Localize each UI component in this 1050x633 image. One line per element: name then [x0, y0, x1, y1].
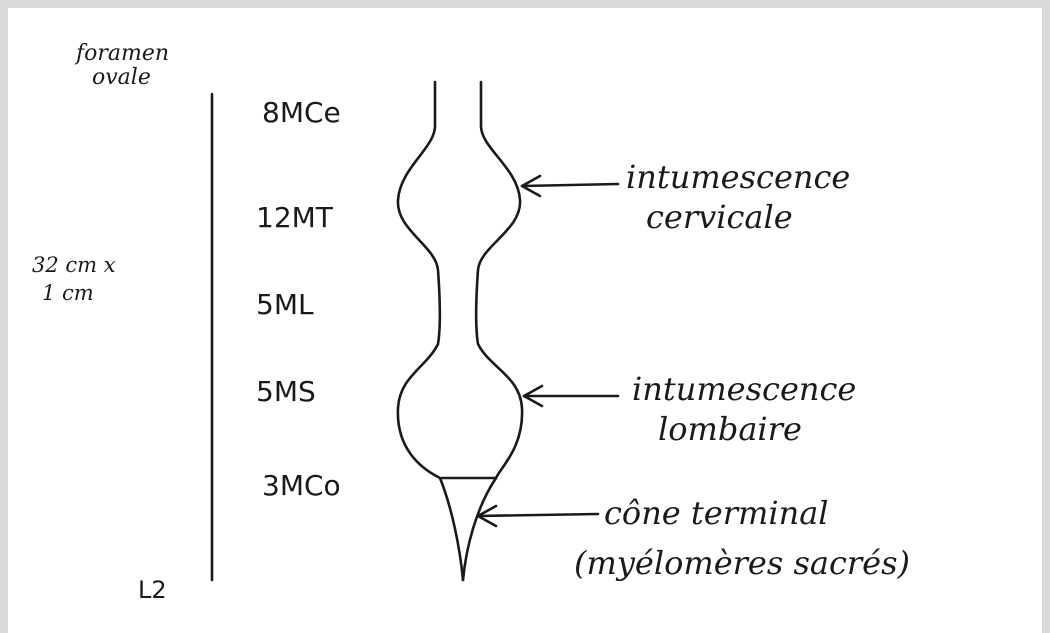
size-label-line2: 1 cm — [42, 281, 94, 305]
annotation-cervical-line2: cervicale — [646, 198, 793, 236]
arrow-cervical — [522, 176, 618, 196]
annotation-conus-line1: cône terminal — [604, 494, 829, 532]
spinal-cord-right-edge — [463, 82, 522, 580]
spinal-cord-diagram: foramen ovale 32 cm x 1 cm L2 8MCe 12MT … — [8, 8, 1042, 633]
segment-label-cervical: 8MCe — [262, 96, 341, 129]
annotation-conus-line2: (myélomères sacrés) — [574, 544, 910, 582]
segment-label-coccygeal: 3MCo — [262, 469, 341, 502]
l2-label: L2 — [138, 576, 167, 604]
annotation-lumbar-line1: intumescence — [632, 370, 856, 408]
annotation-lumbar-line2: lombaire — [658, 410, 802, 448]
foramen-label-line1: foramen — [74, 41, 169, 66]
segment-label-lumbar: 5ML — [256, 288, 314, 321]
spinal-cord-left-edge — [398, 82, 463, 580]
segment-label-sacral: 5MS — [256, 375, 316, 408]
segment-label-thoracic: 12MT — [256, 201, 334, 234]
diagram-frame: foramen ovale 32 cm x 1 cm L2 8MCe 12MT … — [8, 8, 1042, 633]
foramen-label-line2: ovale — [92, 65, 151, 90]
arrow-conus — [478, 506, 598, 526]
arrow-lumbar — [524, 386, 618, 406]
annotation-cervical-line1: intumescence — [626, 158, 850, 196]
size-label-line1: 32 cm x — [32, 253, 116, 277]
